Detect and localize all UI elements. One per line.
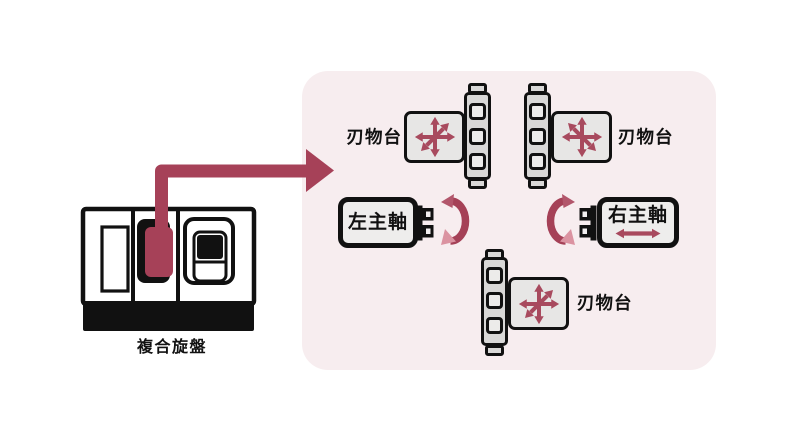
chuck-icon: [416, 205, 434, 241]
turret-icon: [481, 249, 508, 356]
multi-direction-arrow-icon: [414, 116, 456, 158]
tool-post-bottom: [508, 277, 569, 330]
turret-icon: [524, 83, 551, 189]
tool-post-top-right: [551, 111, 612, 163]
spindle-left-label: 左主軸: [347, 211, 408, 233]
spindle-right: 右主軸: [597, 197, 679, 248]
multi-direction-arrow-icon: [561, 116, 603, 158]
rotation-arrow-icon: [441, 192, 471, 250]
tool-post-label: 刃物台: [346, 127, 402, 147]
turret-icon: [464, 83, 491, 189]
lathe-machine-icon: [80, 206, 257, 331]
multi-direction-arrow-icon: [518, 283, 560, 325]
tool-post-label: 刃物台: [618, 127, 674, 147]
z-travel-arrow-icon: [615, 228, 661, 239]
spindle-left: 左主軸: [338, 197, 418, 248]
tool-post-label: 刃物台: [577, 293, 633, 313]
spindle-right-label: 右主軸: [607, 205, 668, 226]
chuck-icon: [579, 205, 597, 241]
machine-label: 複合旋盤: [136, 339, 207, 356]
tool-post-top-left: [404, 111, 465, 163]
rotation-arrow-icon: [545, 192, 575, 250]
callout-arrow-icon: [155, 149, 334, 238]
